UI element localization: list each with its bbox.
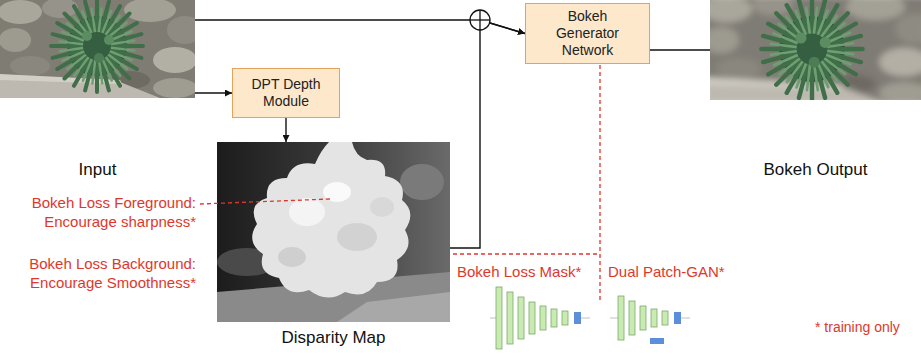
box-label: DPT Depth Module [245,76,327,110]
training-leader-lines [200,65,600,300]
image-panel: Bokeh Output [710,0,921,100]
connector [450,20,525,248]
training-note: Dual Patch-GAN* [608,262,725,281]
image-panel: Disparity Map [217,142,450,322]
discriminator-thumbnails [490,282,700,352]
process-box: Bokeh Generator Network [525,3,650,64]
training-note: Bokeh Loss Mask* [457,262,581,281]
training-note: Bokeh Loss Foreground: Encourage sharpne… [4,193,196,231]
input-photo [0,0,195,98]
disparity-image [217,142,450,322]
training-note: Bokeh Loss Background: Encourage Smoothn… [4,254,196,292]
image-panel: Input [0,0,195,98]
connector [195,92,232,93]
image-caption: Input [0,160,215,180]
process-box: DPT Depth Module [232,68,340,118]
training-note: * training only [815,318,900,337]
image-caption: Disparity Map [197,328,470,348]
sum-junction [470,10,490,30]
connector [285,118,286,142]
output-photo [710,0,921,100]
image-caption: Bokeh Output [690,160,921,180]
connector [650,49,710,50]
box-label: Bokeh Generator Network [543,8,633,59]
